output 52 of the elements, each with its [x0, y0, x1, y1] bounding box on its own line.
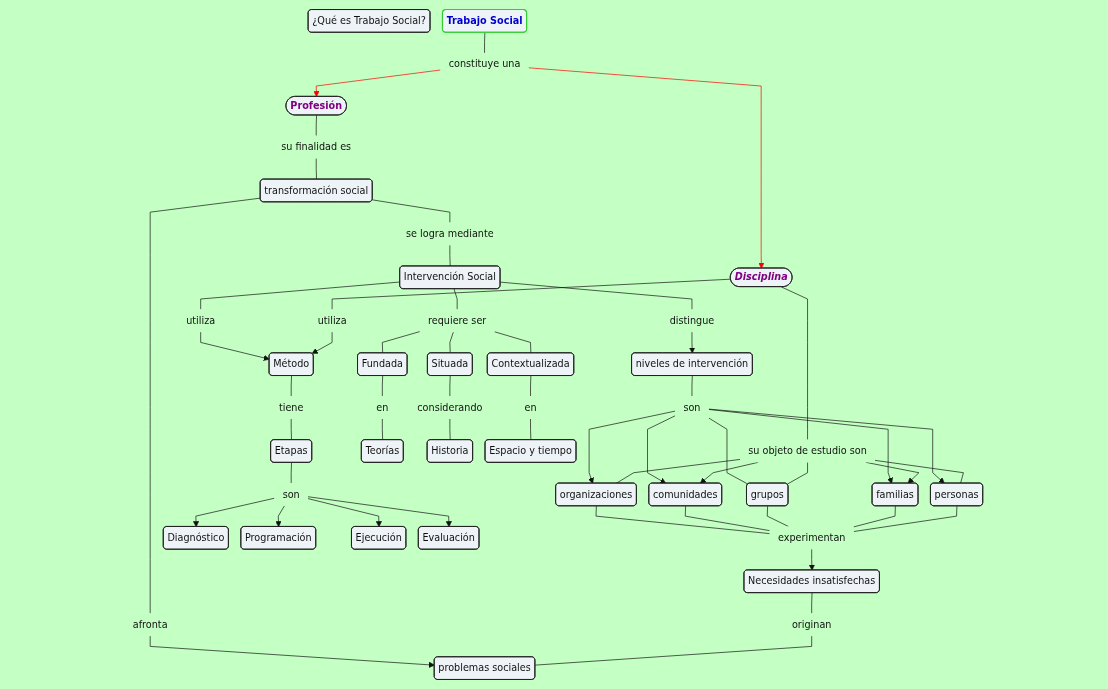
- node-text: son: [283, 488, 301, 500]
- connector: [382, 418, 384, 441]
- connector: [530, 418, 532, 441]
- connector: [875, 460, 965, 484]
- connector: [449, 331, 455, 354]
- connector: [853, 505, 958, 532]
- connector: [767, 505, 790, 527]
- connector: [692, 375, 694, 397]
- connector: [787, 462, 809, 485]
- connector: [484, 32, 486, 54]
- node-text: considerando: [417, 401, 483, 413]
- node-text: tiene: [279, 401, 304, 413]
- connector: [150, 197, 262, 614]
- connector: [535, 635, 813, 666]
- connector: [200, 281, 401, 310]
- connector: [382, 331, 421, 354]
- connector: [382, 375, 384, 397]
- connector: [454, 288, 458, 310]
- node-text: se logra mediante: [406, 228, 495, 240]
- node-text: son: [683, 401, 701, 413]
- connector: [685, 505, 771, 531]
- connector: [449, 244, 451, 267]
- connector: [616, 459, 741, 484]
- connector: [291, 418, 293, 441]
- node-text: constituye una: [449, 58, 521, 70]
- node-text: experimentan: [778, 531, 846, 544]
- node-text: su objeto de estudio son: [748, 445, 868, 457]
- connector: [372, 199, 451, 223]
- connector: [449, 375, 451, 397]
- node-text: utiliza: [318, 314, 347, 326]
- connector: [500, 281, 693, 310]
- connector: [291, 462, 293, 484]
- node-text: en: [376, 401, 389, 413]
- connector: [316, 158, 318, 180]
- node-text: en: [524, 401, 537, 413]
- connector: [530, 375, 532, 397]
- node-text: requiere ser: [428, 314, 487, 326]
- node-text: su finalidad es: [281, 141, 352, 153]
- connector: [708, 417, 749, 485]
- node-text: afronta: [133, 618, 168, 630]
- connector: [316, 114, 318, 136]
- connector: [781, 286, 809, 440]
- connector: [494, 331, 532, 354]
- connector: [596, 505, 771, 534]
- connector: [332, 278, 732, 310]
- node-text: originan: [792, 618, 832, 630]
- connector: [853, 505, 897, 528]
- node-text: utiliza: [186, 314, 216, 326]
- connector: [449, 418, 451, 441]
- connector: [291, 375, 293, 397]
- connector: [811, 592, 813, 614]
- node-text: distingue: [670, 314, 715, 326]
